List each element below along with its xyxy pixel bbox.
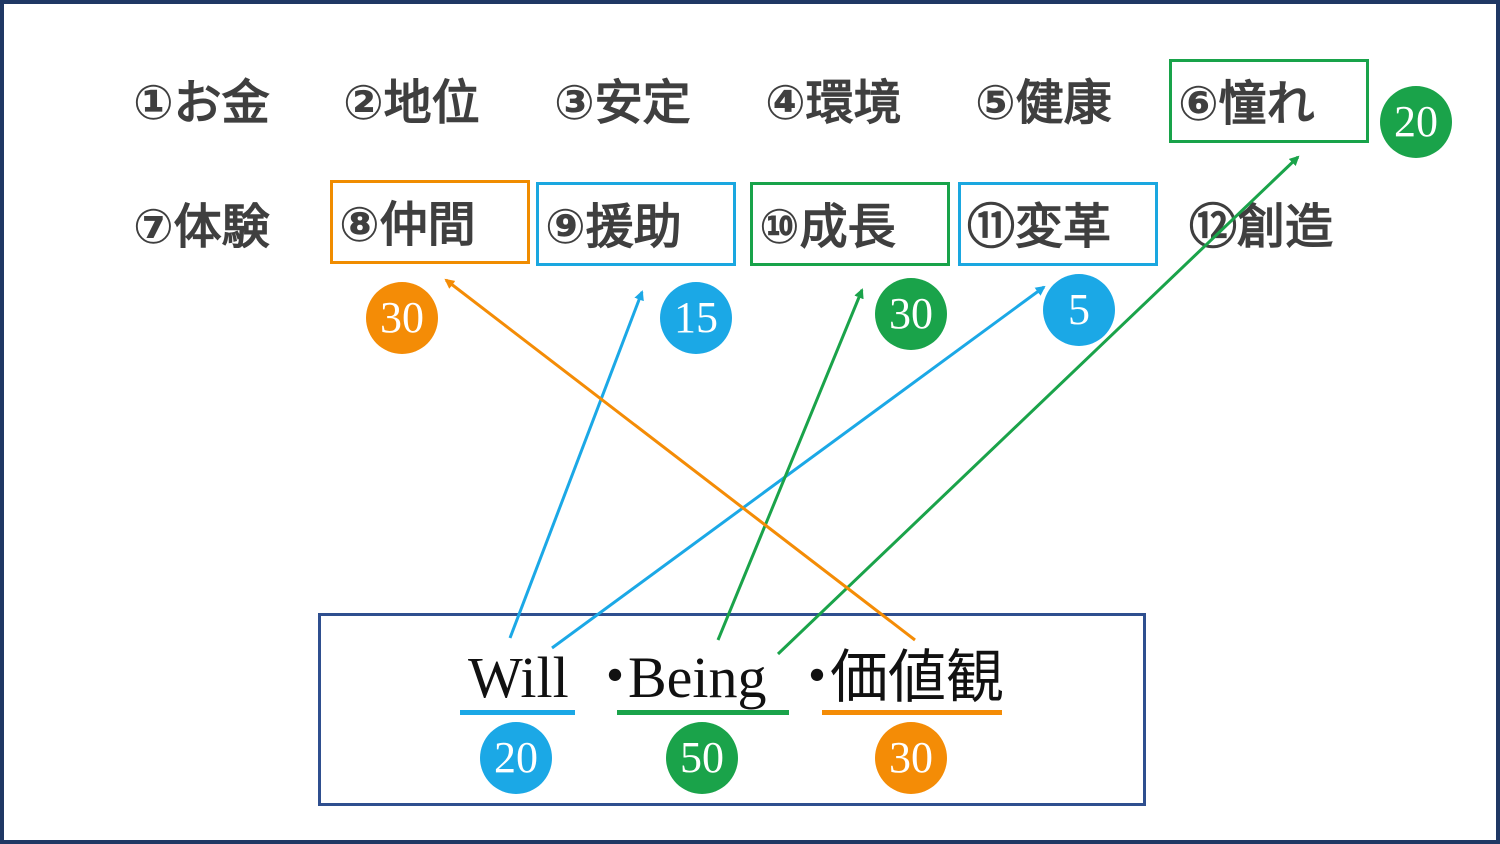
arrow-being-to-growth [716, 288, 864, 641]
separator-dot: ・ [586, 645, 645, 710]
will-label: Will [468, 645, 569, 710]
being-label: Being [628, 645, 767, 710]
support-score-badge: 15 [660, 282, 732, 354]
item-health: ⑤健康 [975, 75, 1112, 131]
item-status: ②地位 [343, 75, 480, 131]
being-score-badge: 50 [666, 722, 738, 794]
item-transformation: ⑪変革 [958, 182, 1158, 266]
item-growth: ⑩成長 [750, 182, 950, 266]
values-label: 価値観 [830, 645, 1005, 710]
yearning-score-badge: 20 [1380, 86, 1452, 158]
item-yearning: ⑥憧れ [1169, 59, 1369, 143]
companions-score-badge: 30 [366, 282, 438, 354]
values-underline [822, 710, 1002, 715]
item-experience: ⑦体験 [133, 199, 270, 255]
being-underline [617, 710, 789, 715]
item-support: ⑨援助 [536, 182, 736, 266]
arrow-being-to-yearning [776, 155, 1300, 656]
transformation-score-badge: 5 [1043, 274, 1115, 346]
item-creation: ⑫創造 [1189, 199, 1334, 255]
separator-dot: ・ [788, 645, 847, 710]
will-underline [460, 710, 575, 715]
arrow-will-to-transformation [551, 285, 1046, 650]
growth-score-badge: 30 [875, 278, 947, 350]
arrow-will-to-support [508, 290, 644, 639]
item-money: ①お金 [133, 75, 270, 131]
values-score-badge: 30 [875, 722, 947, 794]
arrow-values-to-companions [444, 278, 916, 642]
source-box [318, 613, 1146, 806]
item-environment: ④環境 [765, 75, 902, 131]
will-score-badge: 20 [480, 722, 552, 794]
item-companions: ⑧仲間 [330, 180, 530, 264]
item-stability: ③安定 [554, 75, 691, 131]
